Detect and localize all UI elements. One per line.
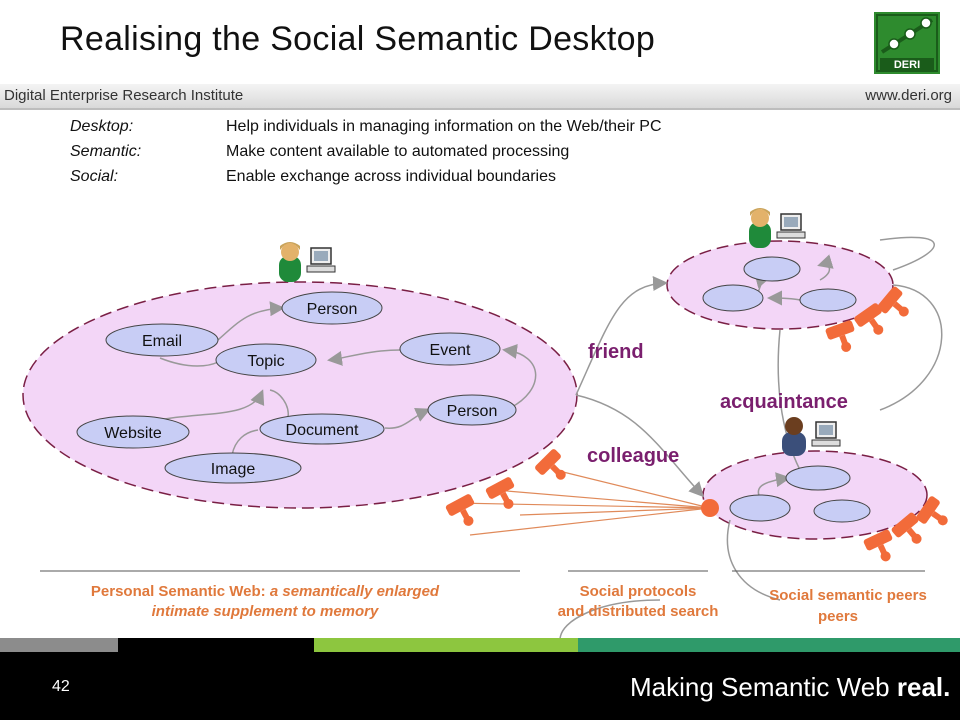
footer-stripe-teal bbox=[578, 638, 960, 652]
definition-text: Enable exchange across individual bounda… bbox=[226, 168, 556, 185]
svg-text:Email: Email bbox=[142, 333, 182, 350]
definition-term: Social: bbox=[70, 168, 119, 185]
definition-row: Social: Enable exchange across individua… bbox=[70, 164, 662, 189]
peer-node bbox=[702, 284, 764, 312]
svg-text:Person: Person bbox=[447, 403, 498, 420]
svg-text:Image: Image bbox=[211, 461, 256, 478]
node-topic: Topic bbox=[215, 343, 317, 377]
caption-personal-line2: intimate supplement to memory bbox=[152, 603, 379, 620]
definition-term: Semantic: bbox=[70, 143, 142, 160]
peer-node bbox=[813, 499, 871, 523]
user-computer-icon bbox=[278, 241, 336, 283]
footer-stripe-gray bbox=[0, 638, 118, 652]
svg-text:Document: Document bbox=[286, 422, 359, 439]
footer-tagline: Making Semantic Web real. bbox=[630, 672, 951, 702]
node-email: Email bbox=[105, 323, 219, 357]
peer-node bbox=[743, 256, 801, 282]
footer-stripe-black bbox=[118, 638, 314, 652]
institute-bar: Digital Enterprise Research Institute ww… bbox=[0, 84, 960, 110]
definitions: Desktop: Help individuals in managing in… bbox=[70, 114, 662, 189]
svg-text:Topic: Topic bbox=[247, 353, 284, 370]
peer-node bbox=[729, 494, 791, 522]
protocol-hub bbox=[701, 499, 719, 517]
caption-personal-line1: Personal Semantic Web: a semantically en… bbox=[91, 583, 440, 600]
institute-name: Digital Enterprise Research Institute bbox=[4, 87, 244, 104]
caption-peers-line1: Social semantic peers bbox=[769, 587, 927, 604]
definition-term: Desktop: bbox=[70, 118, 134, 135]
relation-colleague: colleague bbox=[587, 445, 679, 467]
definition-row: Semantic: Make content available to auto… bbox=[70, 139, 662, 164]
node-person-top: Person bbox=[281, 291, 383, 325]
caption-protocols-line1: Social protocols bbox=[580, 583, 697, 600]
deri-logo: DERI bbox=[874, 12, 940, 74]
caption-peers-line2: peers bbox=[818, 608, 858, 625]
peer-node bbox=[799, 288, 857, 312]
node-website: Website bbox=[76, 415, 190, 449]
definition-text: Help individuals in managing information… bbox=[226, 118, 662, 135]
plug-icon bbox=[533, 447, 575, 489]
definition-text: Make content available to automated proc… bbox=[226, 143, 570, 160]
relation-acquaintance: acquaintance bbox=[720, 391, 848, 413]
definition-row: Desktop: Help individuals in managing in… bbox=[70, 114, 662, 139]
node-document: Document bbox=[259, 413, 385, 445]
institute-url[interactable]: www.deri.org bbox=[865, 87, 952, 104]
svg-text:Event: Event bbox=[430, 342, 471, 359]
node-image: Image bbox=[164, 452, 302, 484]
relation-friend: friend bbox=[588, 341, 644, 363]
caption-protocols-line2: and distributed search bbox=[558, 603, 719, 620]
logo-text: DERI bbox=[894, 59, 920, 71]
svg-text:Person: Person bbox=[307, 301, 358, 318]
page-number: 42 bbox=[52, 678, 70, 695]
node-event: Event bbox=[399, 332, 501, 366]
node-person-mid: Person bbox=[427, 394, 517, 426]
plug-icon bbox=[444, 493, 484, 532]
social-desktop-diagram: Person Email Topic Event Person Website … bbox=[22, 207, 955, 640]
footer-stripe-green bbox=[314, 638, 578, 652]
peer-ellipse-colleague bbox=[702, 450, 928, 540]
peer-node bbox=[785, 465, 851, 491]
user-computer-icon bbox=[782, 417, 841, 456]
plug-icon bbox=[484, 476, 524, 515]
page-title: Realising the Social Semantic Desktop bbox=[60, 20, 656, 58]
svg-text:Website: Website bbox=[104, 425, 162, 442]
